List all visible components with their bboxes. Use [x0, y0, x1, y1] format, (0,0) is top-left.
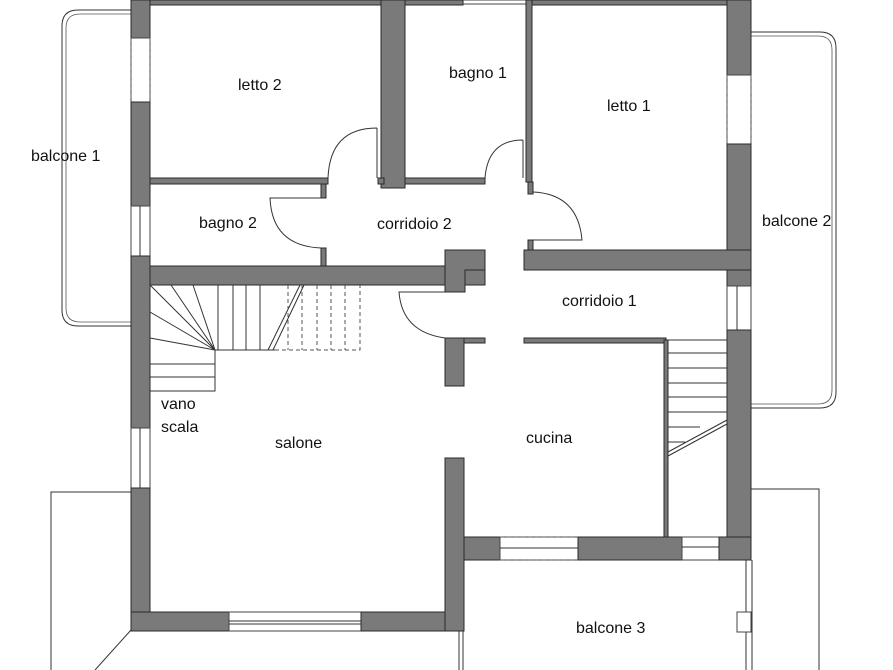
room-label-cucina: cucina: [526, 430, 573, 447]
door-corridoio1: [398, 291, 446, 339]
door-letto2: [327, 127, 378, 179]
room-label-balcone-2: balcone 2: [762, 213, 832, 230]
door-bagno2: [269, 197, 322, 249]
room-label-corridoio-1: corridoio 1: [562, 293, 637, 310]
balcone-2-railing: [751, 31, 837, 409]
door-letto1: [532, 191, 583, 241]
room-label-balcone-1: balcone 1: [31, 148, 101, 165]
stairs-right: [667, 339, 728, 457]
room-label-balcone-3: balcone 3: [576, 620, 646, 637]
room-label-salone: salone: [275, 435, 323, 452]
room-label-corridoio-2: corridoio 2: [377, 216, 452, 233]
room-label-bagno-2: bagno 2: [199, 215, 257, 232]
room-label-scala: scala: [161, 419, 199, 436]
door-bagno1: [484, 139, 524, 179]
room-label-letto-2: letto 2: [238, 77, 282, 94]
left-terrace-outline: [50, 491, 131, 670]
room-label-letto-1: letto 1: [607, 98, 651, 115]
stairs-left: [149, 284, 361, 392]
balcone-1-railing: [61, 9, 131, 327]
room-label-vano: vano: [161, 396, 196, 413]
right-terrace-outline: [751, 488, 820, 670]
room-label-bagno-1: bagno 1: [449, 65, 507, 82]
